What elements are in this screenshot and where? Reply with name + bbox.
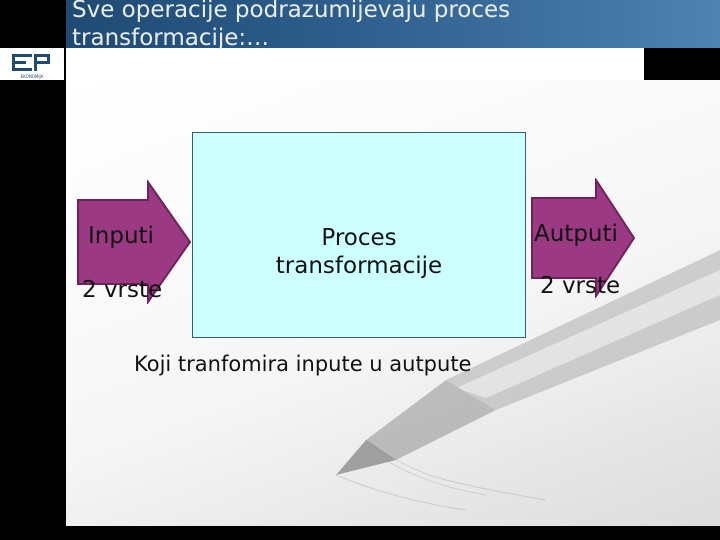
process-box bbox=[192, 132, 526, 338]
process-label: Proces transformacije bbox=[192, 224, 526, 280]
input-label: Inputi bbox=[88, 223, 154, 249]
diagram-caption: Koji tranfomira inpute u autpute bbox=[134, 352, 472, 376]
process-label-line1: Proces bbox=[321, 225, 397, 251]
header-band bbox=[66, 0, 720, 48]
bottom-bar bbox=[0, 526, 720, 540]
output-kinds: 2 vrste bbox=[540, 273, 621, 299]
input-arrow bbox=[77, 180, 192, 304]
header-stripe bbox=[66, 48, 644, 80]
output-label: Autputi bbox=[534, 221, 618, 247]
logo-icon: EKONOMIJA bbox=[12, 54, 50, 79]
logo: EKONOMIJA bbox=[0, 48, 64, 80]
input-kinds: 2 vrste bbox=[82, 277, 163, 303]
process-label-line2: transformacije bbox=[275, 253, 443, 279]
left-strip bbox=[0, 0, 66, 540]
output-arrow bbox=[531, 178, 636, 298]
slide-title: Sve operacije podrazumijevaju proces tra… bbox=[72, 0, 511, 51]
fountain-pen-background bbox=[335, 250, 720, 511]
logo-subtext: EKONOMIJA bbox=[21, 74, 44, 79]
